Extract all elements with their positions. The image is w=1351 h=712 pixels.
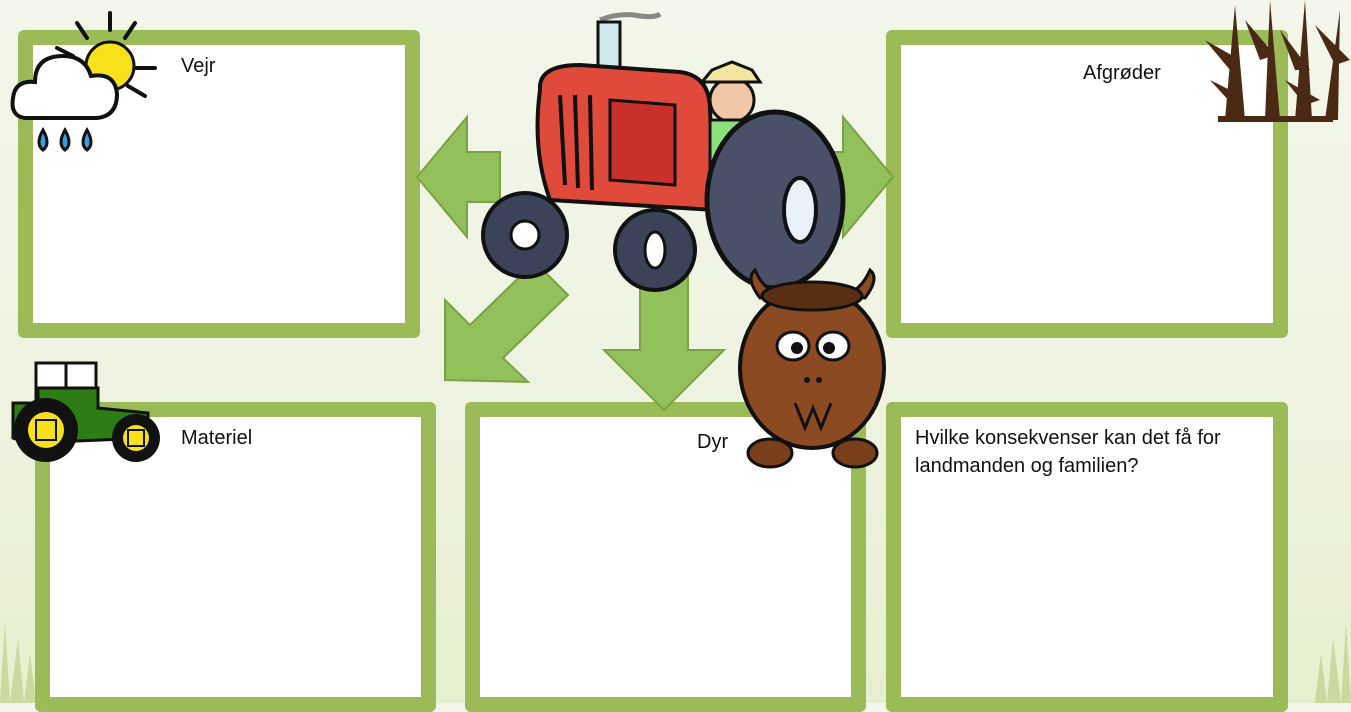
weather-icon: [5, 8, 165, 160]
consequences-label: Hvilke konsekvenser kan det få for landm…: [915, 424, 1275, 480]
ox-icon: [735, 268, 890, 468]
red-tractor-farmer-icon: [470, 10, 850, 300]
animals-label: Dyr: [697, 428, 728, 456]
weather-label: Vejr: [181, 52, 215, 80]
crops-label: Afgrøder: [1083, 59, 1161, 87]
green-tractor-icon: [8, 358, 163, 466]
grass-decoration: [1291, 583, 1351, 703]
corn-icon: [1200, 0, 1351, 124]
equipment-label: Materiel: [181, 424, 252, 452]
